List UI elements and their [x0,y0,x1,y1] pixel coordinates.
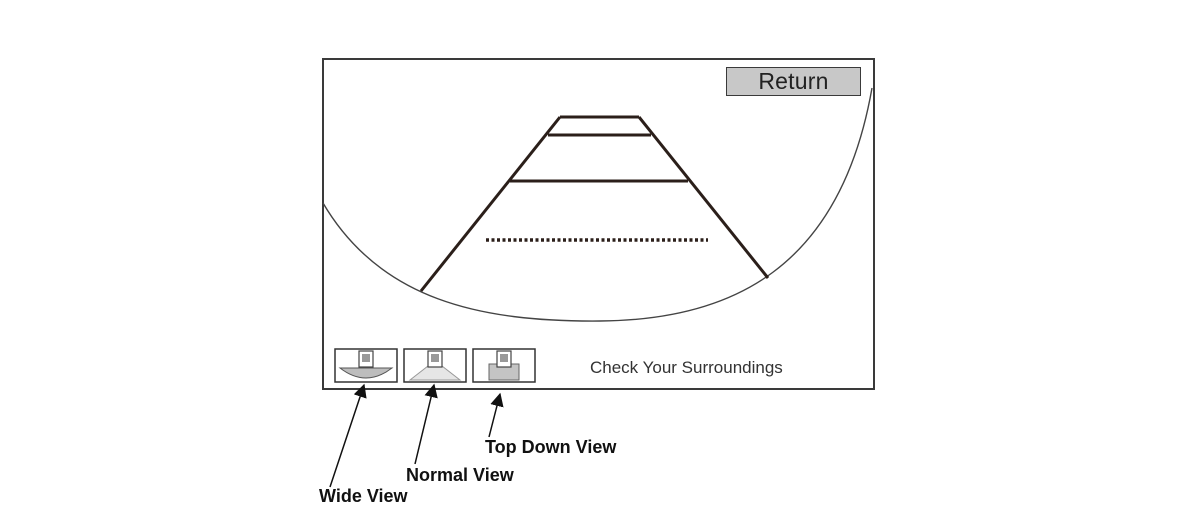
return-button[interactable]: Return [726,67,861,96]
guide-left-rail [419,116,562,292]
parking-guide-lines [419,115,770,292]
guide-right-rail [637,116,770,279]
normal-view-button[interactable] [403,348,467,383]
status-message: Check Your Surroundings [590,358,783,377]
screen-frame [322,58,875,390]
wide-angle-boundary-curve [322,87,873,322]
normal-view-icon [408,350,462,381]
normal-view-callout-arrow [414,383,438,465]
top-down-view-icon [488,350,520,381]
wide-view-icon [338,350,394,379]
normal-view-callout-label: Normal View [406,465,514,485]
wide-view-callout-arrow [329,383,367,488]
top-down-view-callout-arrow [488,392,504,438]
top-down-view-button[interactable] [472,348,536,383]
wide-view-callout-label: Wide View [319,486,408,506]
top-down-view-callout-label: Top Down View [485,437,617,457]
wide-view-button[interactable] [334,348,398,383]
